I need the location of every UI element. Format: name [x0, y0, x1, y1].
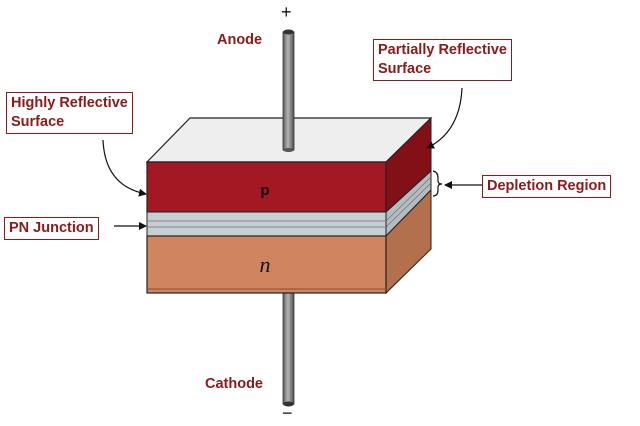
anode-rod-base	[283, 148, 294, 152]
plus-sign: +	[281, 2, 292, 22]
depletion-brace	[432, 170, 443, 197]
anode-rod	[282, 31, 295, 151]
highly-reflective-line1: Highly Reflective	[11, 95, 128, 111]
p-layer	[146, 161, 387, 213]
n-layer	[146, 235, 387, 294]
highly-reflective-surface-label: Highly Reflective Surface	[6, 92, 133, 134]
depletion-region-label: Depletion Region	[482, 175, 612, 198]
anode-label: Anode	[217, 32, 263, 48]
partially-reflective-line2: Surface	[378, 60, 432, 77]
n-layer-label: n	[260, 252, 271, 277]
junction-layer	[146, 211, 387, 237]
p-layer-label: p	[260, 182, 269, 199]
partially-reflective-arrow	[426, 87, 463, 149]
highly-reflective-line2: Surface	[11, 113, 65, 130]
partially-reflective-surface-label: Partially Reflective Surface	[373, 39, 512, 81]
partially-reflective-line1: Partially Reflective	[378, 42, 507, 58]
anode-rod-tip	[283, 29, 294, 35]
minus-sign: −	[282, 403, 293, 423]
cathode-rod	[282, 289, 295, 405]
cathode-rod-tip	[283, 401, 294, 407]
highly-reflective-arrow	[102, 139, 147, 197]
pn-junction-label: PN Junction	[4, 217, 99, 240]
cathode-label: Cathode	[205, 376, 263, 392]
